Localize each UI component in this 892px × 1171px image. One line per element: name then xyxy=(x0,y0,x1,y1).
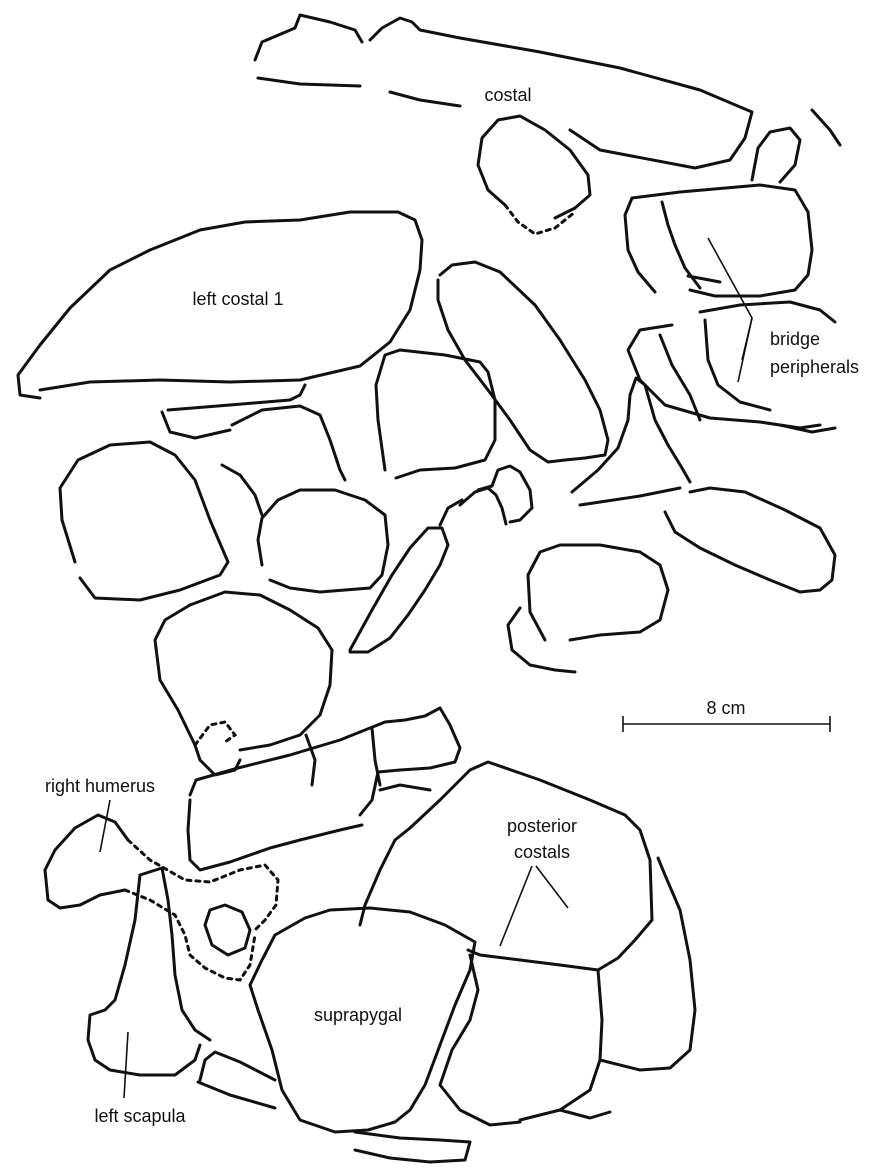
left-scapula-label: left scapula xyxy=(94,1106,186,1126)
pleural-row xyxy=(188,708,460,870)
posterior-costal-upper xyxy=(360,762,652,970)
small-bones-cluster xyxy=(440,466,532,525)
right-middle-plate xyxy=(508,545,668,672)
posterior-costals-leader-right xyxy=(536,866,568,908)
posterior-costals-label-line1: posterior xyxy=(507,816,577,836)
narrow-splint-bone xyxy=(350,528,448,652)
bridge-peripherals-label-line2: peripherals xyxy=(770,357,859,377)
posterior-costals-leader-left xyxy=(500,866,532,946)
right-humerus-bone xyxy=(45,815,278,980)
bridge-peripheral-upper xyxy=(625,185,812,296)
posterior-costal-lower xyxy=(440,858,695,1125)
neural-spike xyxy=(572,378,690,505)
lower-rod-bone xyxy=(198,1052,470,1162)
thin-costal-strip xyxy=(162,385,305,438)
left-plate-a xyxy=(60,442,228,600)
left-plate-c xyxy=(258,490,388,592)
left-costal-1-label: left costal 1 xyxy=(192,289,283,309)
central-elongate-bone xyxy=(438,262,608,462)
bridge-peripherals-leader xyxy=(708,238,752,360)
posterior-costals-label-line2: costals xyxy=(514,842,570,862)
right-humerus-label: right humerus xyxy=(45,776,155,796)
bridge-peripherals-label-line1: bridge xyxy=(770,329,820,349)
lower-left-plate xyxy=(155,592,332,775)
right-humerus-leader xyxy=(100,800,110,852)
top-right-fragments xyxy=(752,110,840,182)
suprapygal-label: suprapygal xyxy=(314,1005,402,1025)
scale-bar: 8 cm xyxy=(623,698,830,732)
right-peripheral-piece xyxy=(665,488,835,592)
middle-plate xyxy=(376,350,495,478)
left-scapula-leader xyxy=(124,1032,128,1098)
round-element xyxy=(205,905,250,955)
scale-bar-label: 8 cm xyxy=(706,698,745,718)
costal-label: costal xyxy=(484,85,531,105)
bridge-peripherals-leader-2 xyxy=(738,318,752,382)
